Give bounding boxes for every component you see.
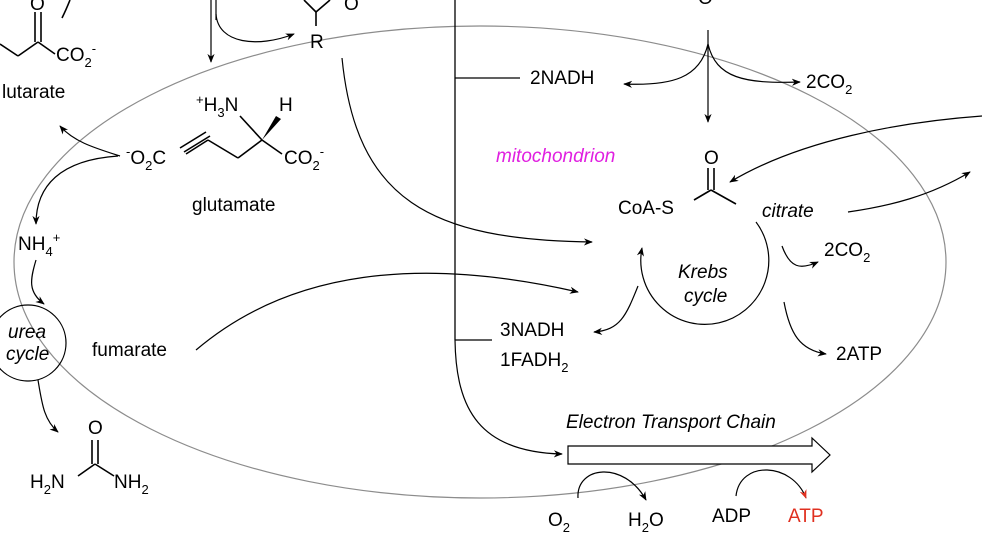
fadh2-label: 1FADH2 xyxy=(500,350,568,375)
arrow-carbon-skeleton-to-krebs xyxy=(341,57,593,246)
etc-title: Electron Transport Chain xyxy=(566,412,776,433)
arrow-to-atp-krebs xyxy=(783,301,827,357)
arrow-urea-cycle-to-urea xyxy=(37,379,59,433)
arrow-to-etc xyxy=(454,339,563,458)
ammonium-label: NH4+ xyxy=(18,230,60,259)
o2-label: O2 xyxy=(548,510,570,535)
glutamate-left-carboxylate: -O2C xyxy=(126,144,166,173)
mitochondrion-label: mitochondrion xyxy=(496,146,615,167)
acetyl-coa-oxygen: O xyxy=(704,148,719,169)
acetyl-coa-label: CoA-S xyxy=(618,198,674,219)
urea-left-amine: H2N xyxy=(30,472,65,497)
mitochondrion-membrane xyxy=(13,25,947,499)
fumarate-label: fumarate xyxy=(92,340,167,361)
arrow-fumarate-to-krebs xyxy=(195,272,579,351)
arrow-adp-to-atp xyxy=(735,469,807,499)
arrow-to-nadh-bottom xyxy=(593,285,639,335)
urea-structure: O H2N NH2 xyxy=(30,418,149,497)
acetyl-coa-structure: O CoA-S xyxy=(618,148,737,219)
top-right-oxygen: O xyxy=(698,0,713,9)
urea-cycle-line1: urea xyxy=(8,322,46,343)
ketoglutarate-carboxylate: CO2- xyxy=(56,41,96,70)
arrow-to-ammonium xyxy=(32,155,119,225)
transamination-fragment: R O- xyxy=(207,0,363,63)
glutamate-label: glutamate xyxy=(192,195,275,216)
ketoglutarate-structure: O CO2- lutarate xyxy=(0,0,96,103)
urea-cycle-circle xyxy=(0,304,67,382)
arrow-citrate-out xyxy=(847,171,971,213)
ketoglutarate-oxygen: O xyxy=(30,0,45,15)
arrow-o2-to-h2o xyxy=(577,471,647,501)
arrow-to-co2-krebs xyxy=(781,245,819,269)
krebs-cycle-line2: cycle xyxy=(684,286,727,307)
glutamate-hydrogen: H xyxy=(279,95,293,116)
r-group-label: R xyxy=(310,32,324,53)
etc-block-arrow xyxy=(567,436,831,474)
arrow-to-acetyl-coa-from-right xyxy=(729,115,982,183)
glutamate-structure: +H3N H -O2C CO2- glutamate xyxy=(126,92,324,216)
oxide-label: O- xyxy=(344,0,363,15)
ketoglutarate-label: lutarate xyxy=(2,82,65,103)
arrow-ammonium-to-urea-cycle xyxy=(31,259,45,305)
arrow-to-co2-top xyxy=(707,43,801,86)
arrow-to-ketoglutarate xyxy=(59,125,121,157)
urea-right-amine: NH2 xyxy=(114,472,149,497)
urea-oxygen: O xyxy=(88,418,103,439)
nadh-top-label: 2NADH xyxy=(530,68,594,89)
atp-krebs-label: 2ATP xyxy=(836,344,882,365)
arrow-to-nadh-top xyxy=(623,43,709,88)
krebs-cycle-line1: Krebs xyxy=(678,262,728,283)
nadh-bottom-label: 3NADH xyxy=(500,320,564,341)
adp-label: ADP xyxy=(712,506,751,527)
atp-etc-label: ATP xyxy=(788,506,824,527)
citrate-label: citrate xyxy=(762,201,814,222)
urea-cycle-line2: cycle xyxy=(6,344,49,365)
co2-top-label: 2CO2 xyxy=(806,72,852,97)
krebs-cycle-circle xyxy=(636,221,770,325)
glutamate-right-carboxylate: CO2- xyxy=(284,144,324,173)
glutamate-amine: +H3N xyxy=(196,92,238,120)
co2-krebs-label: 2CO2 xyxy=(824,240,870,265)
h2o-label: H2O xyxy=(628,510,664,535)
